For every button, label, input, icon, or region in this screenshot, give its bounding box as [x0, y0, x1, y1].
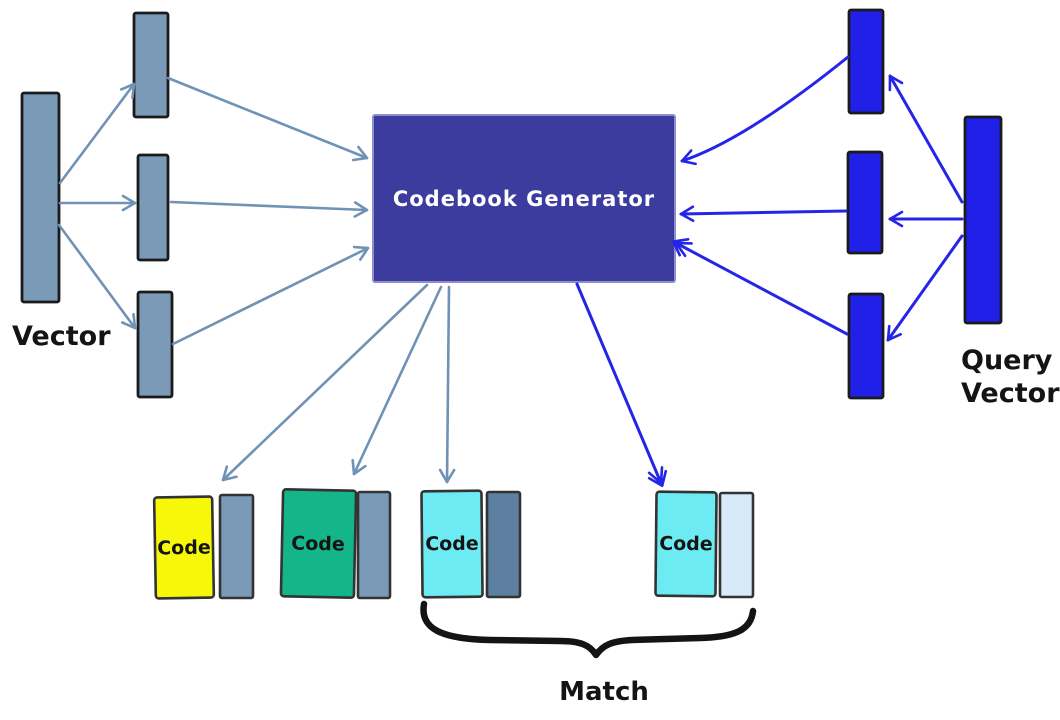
arrow-segment-3-to-generator — [171, 245, 370, 346]
arrow-query-to-segment-3 — [886, 234, 964, 342]
query-vector-label-line2: Vector — [961, 378, 1060, 409]
arrow-generator-to-code-4 — [575, 282, 668, 488]
arrow-vector-to-segment-3 — [57, 223, 137, 330]
vector-segment-1 — [132, 11, 170, 119]
vector-segment-3 — [136, 290, 174, 399]
arrow-query-segment-1-to-generator — [680, 55, 850, 166]
code-group-1: Code — [152, 495, 216, 600]
query-vector-group: Query Vector — [846, 8, 1060, 409]
code-box-2 — [279, 488, 358, 600]
code-box-3-label: Code — [425, 533, 479, 556]
vector-group: Vector — [12, 11, 174, 399]
query-vector-box — [963, 115, 1003, 325]
arrow-query-to-segment-1 — [888, 74, 964, 204]
arrow-vector-to-segment-1 — [58, 82, 136, 185]
code-group-3: Code — [420, 489, 484, 599]
query-segment-1 — [847, 8, 885, 115]
match-label: Match — [559, 677, 649, 707]
arrow-generator-to-code-3 — [438, 285, 456, 484]
vector-box — [20, 91, 61, 304]
code-group-2: Code — [279, 488, 358, 600]
query-segment-3 — [847, 292, 885, 400]
code-box-3 — [420, 489, 484, 599]
code-box-2-label: Code — [291, 532, 345, 555]
code-box-1-label: Code — [157, 537, 211, 560]
arrow-query-segment-2-to-generator — [679, 205, 848, 223]
code-box-4 — [654, 490, 718, 598]
arrow-generator-to-code-2 — [351, 285, 443, 476]
code-group-4: Code — [654, 490, 718, 598]
match-brace — [420, 600, 757, 659]
arrow-generator-to-code-1 — [221, 283, 429, 482]
code-box-4-label: Code — [659, 533, 713, 556]
query-vector-label: Query Vector — [961, 345, 1060, 409]
query-vector-label-line1: Query — [961, 345, 1053, 376]
arrow-segment-1-to-generator — [166, 76, 369, 162]
codebook-generator-group: Codebook Generator — [372, 114, 676, 283]
companion-box-4 — [718, 491, 755, 599]
vector-segment-2 — [136, 153, 170, 262]
arrow-query-segment-3-to-generator — [672, 237, 849, 336]
arrow-segment-2-to-generator — [169, 200, 369, 218]
codebook-generator-label: Codebook Generator — [393, 187, 655, 211]
vector-label: Vector — [12, 321, 111, 352]
code-box-1 — [152, 495, 216, 600]
codebook-generator-box — [372, 114, 676, 283]
companion-box-2 — [356, 490, 392, 600]
companion-box-3 — [485, 490, 522, 599]
companion-box-1 — [218, 493, 255, 600]
query-segment-2 — [846, 150, 884, 255]
